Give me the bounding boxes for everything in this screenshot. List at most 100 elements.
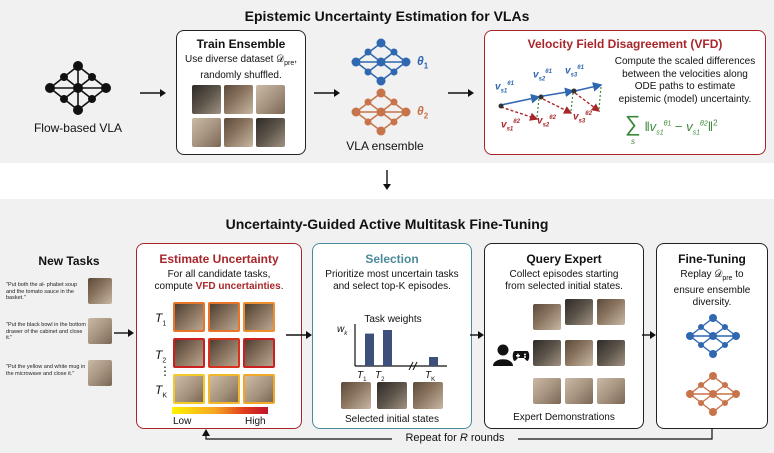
bar-t2 <box>383 330 392 366</box>
vfd-v-s1-theta2: vs1θ2 <box>501 119 520 133</box>
task-tk-label: TK <box>155 383 168 400</box>
minus-symbol: − <box>674 119 683 134</box>
query-expert-title: Query Expert <box>526 252 602 266</box>
expert-demos-caption: Expert Demonstrations <box>513 412 615 423</box>
dataset-image <box>192 118 221 147</box>
x-tick-tk: TK <box>425 370 436 383</box>
task-instruction: "Put both the al- phabet soup and the to… <box>6 282 78 301</box>
expert-demo-image <box>565 340 593 366</box>
uncertainty-frame <box>208 374 240 404</box>
estimate-uncertainty-desc: For all candidate tasks, compute VFD unc… <box>154 269 284 292</box>
task-instruction: "Put the yellow and white mug in the mic… <box>6 364 86 377</box>
selection-desc: Prioritize most uncertain tasks and sele… <box>325 269 459 292</box>
vfd-title: Velocity Field Disagreement (VFD) <box>527 37 723 51</box>
vfd-v-s2-theta1: vs2θ1 <box>533 69 552 83</box>
selection-box: Selection Prioritize most uncertain task… <box>312 243 472 429</box>
colorbar-high-label: High <box>245 416 266 427</box>
selected-state-image <box>341 382 371 409</box>
fine-tuning-box: Fine-Tuning Replay 𝒟pre to ensure ensemb… <box>656 243 768 429</box>
repeat-loop-arrow <box>202 429 713 440</box>
expert-demo-image <box>597 299 625 325</box>
arrow-right-icon <box>286 331 312 339</box>
arrow-right-icon <box>642 331 656 339</box>
selected-state-image <box>377 382 407 409</box>
expert-demo-image <box>533 340 561 366</box>
arrow-down-icon <box>383 170 391 190</box>
square-symbol: 2 <box>713 118 718 128</box>
dataset-image <box>224 118 253 147</box>
uncertainty-frame <box>173 338 205 368</box>
vfd-description: Compute the scaled differences between t… <box>614 56 756 105</box>
flow-vla-label: Flow-based VLA <box>33 121 123 135</box>
uncertainty-frame <box>173 374 205 404</box>
theta2-label: θ2 <box>417 104 429 121</box>
uncertainty-frame <box>243 374 275 404</box>
task-weights-title: Task weights <box>364 314 422 325</box>
colorbar-low-label: Low <box>173 416 192 427</box>
task-image <box>88 278 112 304</box>
theta1-label: θ1 <box>417 54 429 71</box>
arrow-right-icon <box>140 89 166 97</box>
expert-demo-image <box>597 378 625 404</box>
flow-vla-network-icon <box>45 61 111 115</box>
arrow-right-icon <box>448 89 474 97</box>
vfd-ode-paths-diagram <box>498 82 603 121</box>
vla-ensemble-label: VLA ensemble <box>346 139 424 153</box>
repeat-label: Repeat for R rounds <box>405 432 505 444</box>
task-weights-chart <box>354 324 447 370</box>
wk-axis-label: wk <box>337 324 348 337</box>
train-ensemble-desc: Use diverse dataset 𝒟pre, randomly shuff… <box>184 54 298 81</box>
uncertainty-colorbar <box>172 407 268 414</box>
train-ensemble-box: Train Ensemble Use diverse dataset 𝒟pre,… <box>176 30 306 155</box>
x-tick-t2: T2 <box>375 370 385 383</box>
top-title: Epistemic Uncertainty Estimation for VLA… <box>244 8 530 24</box>
x-tick-t1: T1 <box>357 370 367 383</box>
selected-states-caption: Selected initial states <box>345 414 439 425</box>
uncertainty-frame <box>208 338 240 368</box>
task-image <box>88 318 112 344</box>
vfd-v-s3-theta2: vs3θ2 <box>573 111 592 125</box>
dataset-image <box>256 85 285 114</box>
dataset-image <box>256 118 285 147</box>
selected-state-image <box>413 382 443 409</box>
task-image <box>88 360 112 386</box>
new-tasks-title: New Tasks <box>38 254 100 268</box>
expert-person-icon <box>493 344 513 366</box>
task-t1-label: T1 <box>155 311 167 328</box>
uncertainty-frame <box>173 302 205 332</box>
estimate-uncertainty-box: Estimate Uncertainty For all candidate t… <box>136 243 302 429</box>
vertical-dots: ⋮ <box>159 364 171 378</box>
dataset-image <box>192 85 221 114</box>
train-ensemble-title: Train Ensemble <box>196 37 286 51</box>
sum-symbol: ∑ <box>625 111 641 136</box>
bottom-title: Uncertainty-Guided Active Multitask Fine… <box>225 216 549 232</box>
arrow-right-icon <box>114 329 134 337</box>
vfd-box: Velocity Field Disagreement (VFD) vs1θ1 … <box>484 30 766 155</box>
vla-ensemble-network-orange-icon <box>351 88 411 136</box>
query-expert-box: Query Expert Collect episodes starting f… <box>484 243 644 429</box>
vfd-v-s1-theta1: vs1θ1 <box>495 81 514 95</box>
uncertainty-frame <box>243 338 275 368</box>
finetuned-network-blue-icon <box>686 314 740 358</box>
bar-t1 <box>365 333 374 366</box>
vfd-formula: ∑ ‖vs1θ1 − vs1θ2‖2 s <box>625 111 718 146</box>
vla-ensemble-network-blue-icon <box>351 38 411 86</box>
expert-demo-image <box>565 378 593 404</box>
expert-demo-image <box>533 304 561 330</box>
bar-tk <box>429 357 438 366</box>
dataset-image <box>224 85 253 114</box>
task-instruction: "Put the black bowl in the bottom drawer… <box>6 322 86 341</box>
estimate-uncertainty-title: Estimate Uncertainty <box>159 252 279 266</box>
uncertainty-frame <box>243 302 275 332</box>
query-expert-desc: Collect episodes starting from selected … <box>505 269 623 292</box>
expert-demo-image <box>597 340 625 366</box>
expert-demo-image <box>565 299 593 325</box>
fine-tuning-title: Fine-Tuning <box>678 252 746 266</box>
selection-title: Selection <box>365 252 419 266</box>
gamepad-icon <box>512 351 530 361</box>
vfd-v-s2-theta2: vs2θ2 <box>537 115 556 129</box>
fine-tuning-desc: Replay 𝒟pre to ensure ensemble diversity… <box>673 269 751 308</box>
uncertainty-frame <box>208 302 240 332</box>
finetuned-network-orange-icon <box>686 372 740 416</box>
arrow-right-icon <box>314 89 340 97</box>
